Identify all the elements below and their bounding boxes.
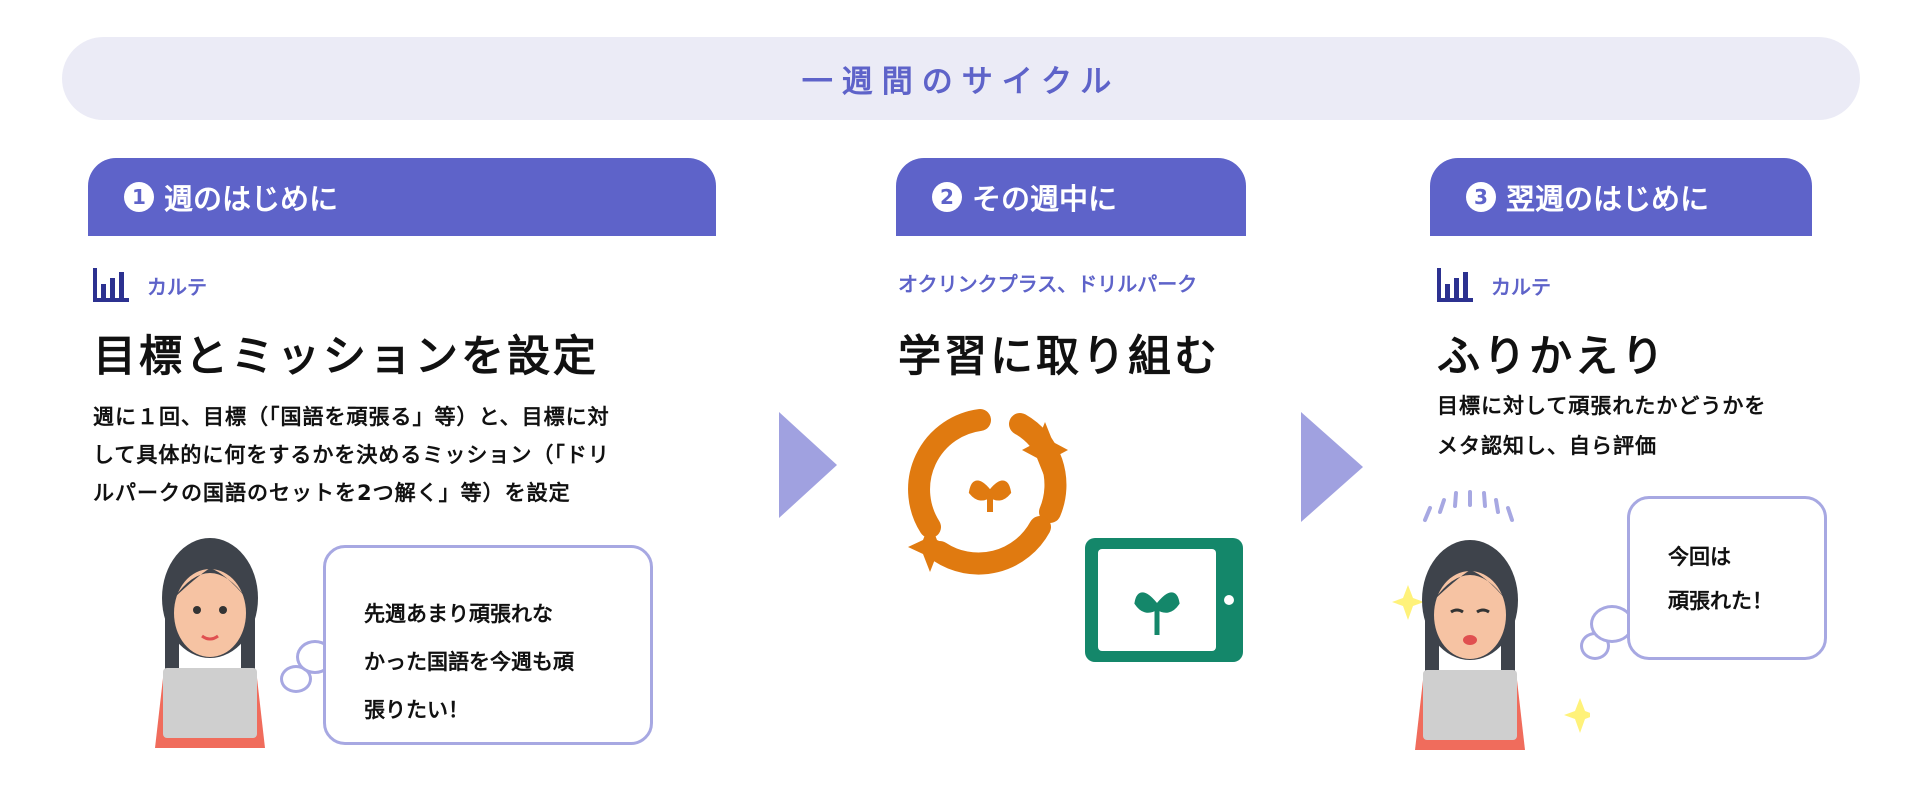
- line: 先週あまり頑張れな: [364, 602, 553, 626]
- step-number: 1: [124, 182, 154, 212]
- step-number: 2: [932, 182, 962, 212]
- tool-label: カルテ: [1437, 268, 1551, 302]
- step-heading: 学習に取り組む: [898, 332, 1220, 382]
- line: ルパークの国語のセットを2つ解く」等）を設定: [93, 481, 571, 505]
- chart-icon: [1437, 268, 1473, 302]
- girl-illustration: [155, 538, 265, 748]
- line: メタ認知し、自ら評価: [1437, 434, 1657, 458]
- thought-dot: [280, 665, 312, 693]
- step-1-tab: 1 週のはじめに: [88, 158, 716, 236]
- step-2-tab: 2 その週中に: [896, 158, 1246, 236]
- tool-label: カルテ: [93, 268, 207, 302]
- chart-icon: [93, 268, 129, 302]
- step-heading: 目標とミッションを設定: [93, 332, 599, 382]
- speech-bubble: 今回は頑張れた！: [1627, 496, 1827, 660]
- arrow-right-icon: [1301, 412, 1363, 522]
- tool-label: オクリンクプラス、ドリルパーク: [898, 272, 1198, 296]
- growth-cycle-icon: [908, 409, 1068, 575]
- cycle-banner: 一週間のサイクル: [62, 37, 1860, 120]
- step-description: 目標に対して頑張れたかどうかをメタ認知し、自ら評価: [1437, 386, 1766, 466]
- thought-dot: [1590, 605, 1634, 643]
- line: して具体的に何をするかを決めるミッション（「ドリ: [93, 443, 610, 467]
- tool-name: カルテ: [147, 274, 207, 299]
- step-title: その週中に: [972, 182, 1118, 216]
- line: 目標に対して頑張れたかどうかを: [1437, 394, 1767, 418]
- step-heading: ふりかえり: [1437, 332, 1667, 382]
- speech-bubble: 先週あまり頑張れなかった国語を今週も頑張りたい！: [323, 545, 653, 745]
- tool-name: カルテ: [1491, 274, 1551, 299]
- line: 頑張れた！: [1668, 589, 1773, 613]
- line: 週に１回、目標（「国語を頑張る」等）と、目標に対: [93, 405, 610, 429]
- step-title: 週のはじめに: [164, 182, 339, 216]
- banner-title: 一週間のサイクル: [801, 64, 1121, 100]
- line: 今回は: [1668, 545, 1731, 569]
- step-3-tab: 3 翌週のはじめに: [1430, 158, 1812, 236]
- line: 張りたい！: [364, 698, 469, 722]
- step-description: 週に１回、目標（「国語を頑張る」等）と、目標に対して具体的に何をするかを決めるミ…: [93, 398, 610, 512]
- step-title: 翌週のはじめに: [1506, 182, 1710, 216]
- tablet-icon: [1085, 538, 1243, 662]
- step-number: 3: [1466, 182, 1496, 212]
- arrow-right-icon: [779, 412, 837, 518]
- line: かった国語を今週も頑: [364, 650, 574, 674]
- happy-girl-illustration: [1392, 490, 1590, 750]
